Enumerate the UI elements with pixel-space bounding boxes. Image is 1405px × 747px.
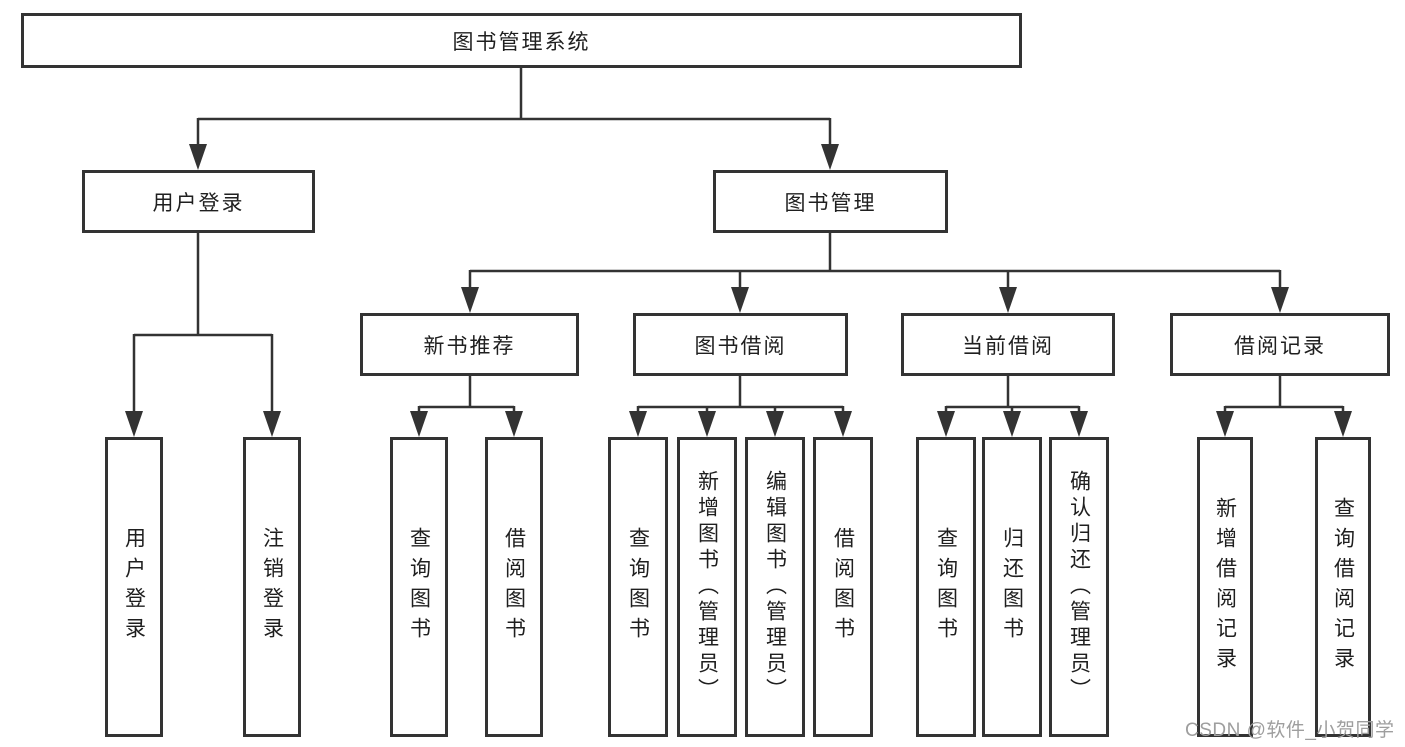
node-label: 确认归还（管理员） — [1067, 470, 1091, 704]
node-label: 查询图书 — [407, 527, 431, 647]
leaf-current-confirm-return-admin: 确认归还（管理员） — [1049, 437, 1109, 737]
connector-new-book-to-leaves — [417, 376, 516, 414]
connector-book-borrow-to-leaves — [636, 376, 845, 414]
node-user-login: 用户登录 — [82, 170, 315, 233]
node-label: 新增借阅记录 — [1213, 497, 1237, 677]
leaf-borrowing-add-books-admin: 新增图书（管理员） — [677, 437, 737, 737]
node-book-borrowing: 图书借阅 — [633, 313, 848, 376]
node-current-borrowing: 当前借阅 — [901, 313, 1115, 376]
leaf-current-query-books: 查询图书 — [916, 437, 976, 737]
node-label: 借阅记录 — [1234, 334, 1326, 358]
node-label: 借阅图书 — [831, 527, 855, 647]
node-new-book-recommendation: 新书推荐 — [360, 313, 579, 376]
node-book-management: 图书管理 — [713, 170, 948, 233]
leaf-records-query-record: 查询借阅记录 — [1315, 437, 1371, 737]
leaf-current-return-books: 归还图书 — [982, 437, 1042, 737]
node-label: 用户登录 — [152, 191, 245, 215]
leaf-borrowing-query-books: 查询图书 — [608, 437, 668, 737]
leaf-borrowing-edit-books-admin: 编辑图书（管理员） — [745, 437, 805, 737]
node-label: 归还图书 — [1000, 527, 1024, 647]
connector-book-mgmt-to-level3 — [468, 233, 1282, 290]
node-label: 注销登录 — [260, 527, 284, 647]
node-borrowing-records: 借阅记录 — [1170, 313, 1390, 376]
node-label: 查询图书 — [934, 527, 958, 647]
connector-root-to-level2 — [196, 68, 832, 147]
node-label: 编辑图书（管理员） — [763, 470, 787, 704]
connector-borrow-records-to-leaves — [1223, 376, 1345, 414]
node-label: 查询借阅记录 — [1331, 497, 1355, 677]
node-label: 借阅图书 — [502, 527, 526, 647]
node-label: 图书管理系统 — [452, 30, 591, 54]
connector-current-borrow-to-leaves — [944, 376, 1081, 414]
connector-user-login-to-leaves — [132, 233, 274, 414]
watermark: CSDN @软件_小贺同学 — [1185, 720, 1395, 741]
leaf-user-login: 用户登录 — [105, 437, 163, 737]
node-label: 图书管理 — [784, 191, 877, 215]
node-label: 新增图书（管理员） — [695, 470, 719, 704]
node-library-management-system: 图书管理系统 — [21, 13, 1022, 68]
node-label: 图书借阅 — [694, 334, 787, 358]
node-label: 用户登录 — [122, 527, 146, 647]
leaf-borrowing-borrow-books: 借阅图书 — [813, 437, 873, 737]
leaf-records-add-record: 新增借阅记录 — [1197, 437, 1253, 737]
node-label: 查询图书 — [626, 527, 650, 647]
node-label: 新书推荐 — [423, 334, 516, 358]
leaf-newbook-borrow-books: 借阅图书 — [485, 437, 543, 737]
leaf-newbook-query-books: 查询图书 — [390, 437, 448, 737]
node-label: 当前借阅 — [962, 334, 1054, 358]
leaf-logout: 注销登录 — [243, 437, 301, 737]
